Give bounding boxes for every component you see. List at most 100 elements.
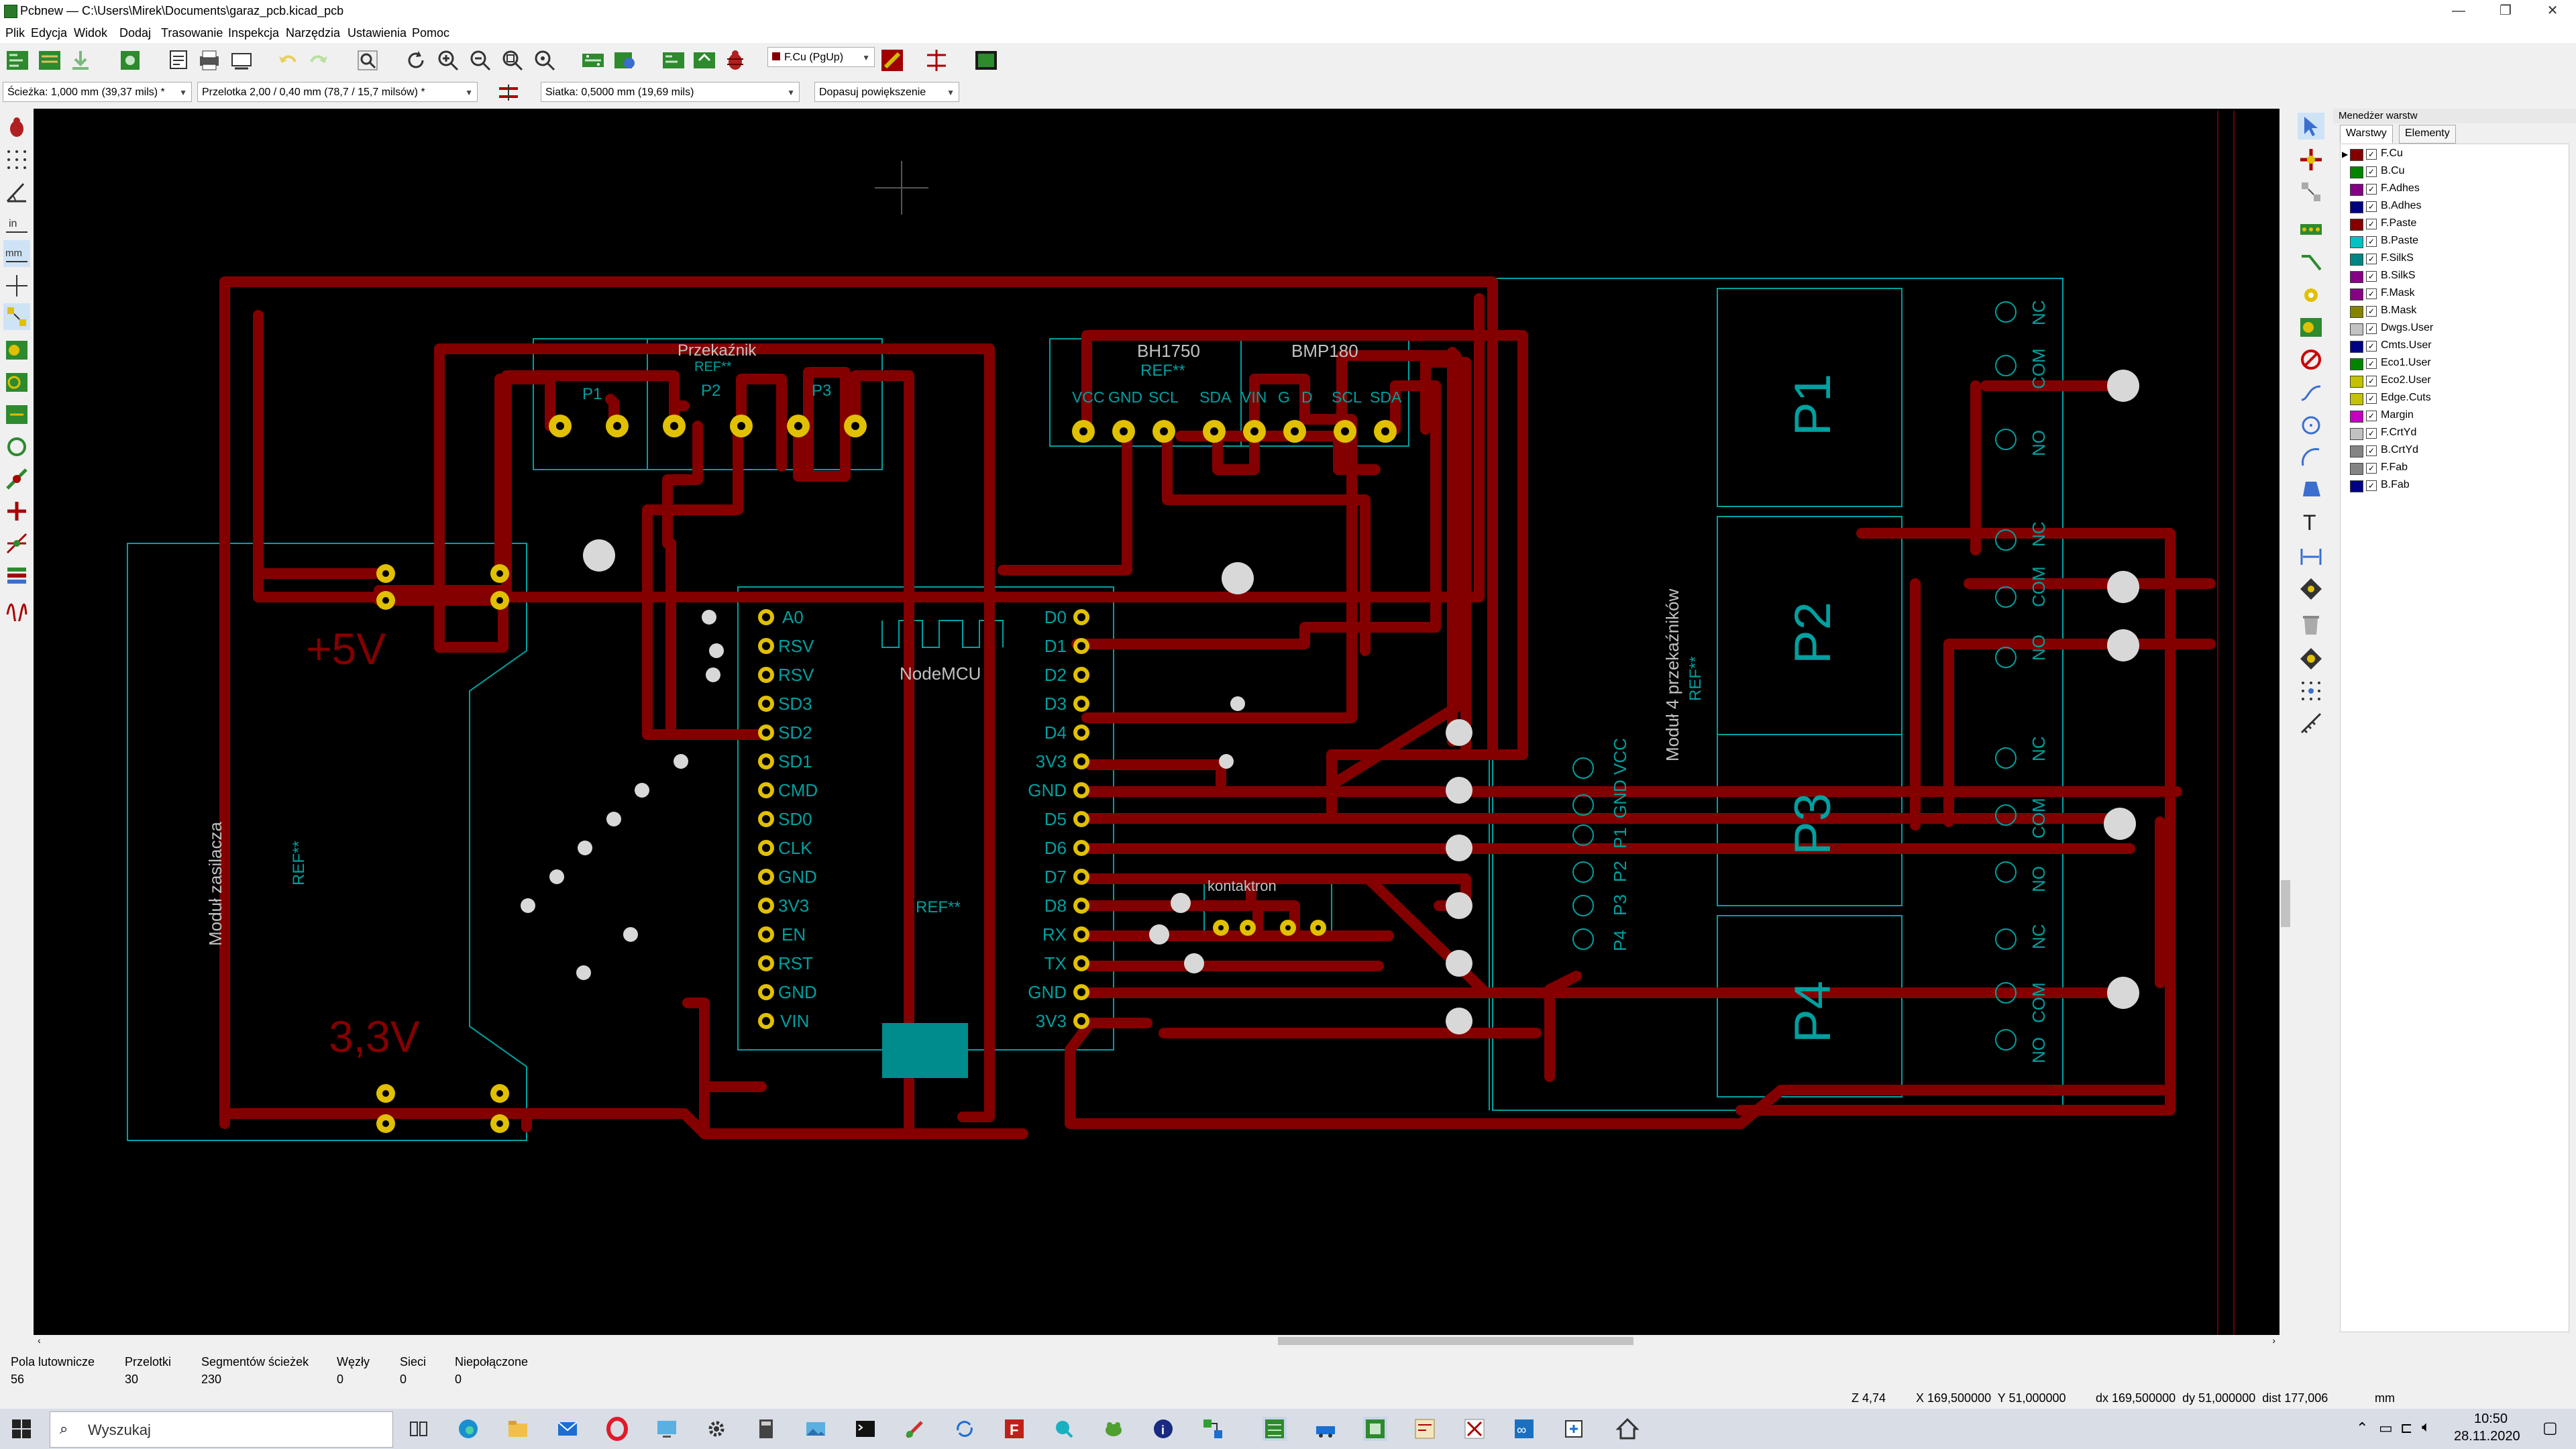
layer-visibility-checkbox[interactable]: ✓ (2366, 306, 2377, 317)
layer-row[interactable]: ✓B.Adhes (2341, 198, 2569, 215)
kicad-pcbnew-task-icon[interactable] (1263, 1417, 1287, 1441)
tracks-sketch-icon[interactable] (3, 498, 30, 525)
clock-time[interactable]: 10:50 (2474, 1411, 2508, 1426)
windows-start-icon[interactable] (9, 1417, 34, 1441)
add-footprint-icon[interactable] (2298, 216, 2324, 243)
zoom-out-icon[interactable] (467, 47, 494, 74)
mail-icon[interactable] (555, 1417, 580, 1441)
layer-visibility-checkbox[interactable]: ✓ (2366, 445, 2377, 456)
vias-sketch-icon[interactable] (3, 466, 30, 492)
open-board-icon[interactable] (36, 47, 63, 74)
layer-row[interactable]: ▶✓F.Cu (2341, 146, 2569, 163)
ratsnest-icon[interactable] (3, 303, 30, 330)
layer-row[interactable]: ✓F.Paste (2341, 215, 2569, 233)
save-icon[interactable] (67, 47, 94, 74)
layer-visibility-checkbox[interactable]: ✓ (2366, 341, 2377, 352)
frog-app-icon[interactable] (1102, 1417, 1126, 1441)
select-arrow-icon[interactable] (2298, 113, 2324, 140)
infinity-app-icon[interactable]: ∞ (1512, 1417, 1536, 1441)
route-track-icon[interactable] (2298, 250, 2324, 276)
sync-icon[interactable] (953, 1417, 977, 1441)
microwave-icon[interactable] (923, 47, 950, 74)
grid-origin-icon[interactable] (2298, 678, 2324, 704)
menu-tools[interactable]: Narzędzia (286, 26, 341, 40)
zoom-select[interactable]: Dopasuj powiększenie▼ (814, 82, 959, 102)
grid-toggle-icon[interactable] (3, 146, 30, 173)
set-origin-icon[interactable] (2298, 645, 2324, 672)
plotter-icon[interactable] (228, 47, 255, 74)
layer-visibility-checkbox[interactable]: ✓ (2366, 411, 2377, 421)
route-diff-pair-icon[interactable] (2298, 282, 2324, 309)
app-icon-3[interactable] (1562, 1417, 1586, 1441)
layer-color-swatch[interactable] (2350, 428, 2363, 440)
tab-items[interactable]: Elementy (2399, 125, 2456, 144)
layer-color-swatch[interactable] (2350, 376, 2363, 388)
notifications-icon[interactable]: ▢ (2542, 1419, 2558, 1437)
polar-coords-icon[interactable] (3, 178, 30, 205)
layer-color-swatch[interactable] (2350, 166, 2363, 178)
layer-color-swatch[interactable] (2350, 445, 2363, 458)
horizontal-scroll-thumb[interactable] (1278, 1337, 1633, 1345)
layer-color-swatch[interactable] (2350, 184, 2363, 196)
add-text-icon[interactable]: T (2298, 508, 2324, 535)
layer-color-swatch[interactable] (2350, 463, 2363, 475)
layer-visibility-checkbox[interactable]: ✓ (2366, 323, 2377, 334)
kicad-task-icon[interactable] (1363, 1417, 1387, 1441)
layer-pair-icon[interactable] (879, 47, 906, 74)
cursor-shape-icon[interactable] (3, 272, 30, 299)
calculator-icon[interactable] (754, 1417, 778, 1441)
layer-color-swatch[interactable] (2350, 411, 2363, 423)
layer-visibility-checkbox[interactable]: ✓ (2366, 271, 2377, 282)
layers-manager-icon[interactable] (3, 562, 30, 589)
microwave-toolbar-icon[interactable] (3, 594, 30, 626)
drc-icon[interactable] (722, 47, 749, 74)
tray-chevron-icon[interactable]: ⌃ (2356, 1419, 2369, 1436)
pcb-canvas[interactable]: +5V 3,3V NodeMCU BH1750 BMP180 Przekaźni… (34, 109, 2279, 1335)
layer-visibility-checkbox[interactable]: ✓ (2366, 149, 2377, 160)
layer-row[interactable]: ✓F.Mask (2341, 285, 2569, 303)
undo-icon[interactable] (274, 47, 301, 74)
task-view-icon[interactable] (407, 1417, 431, 1441)
tab-layers[interactable]: Warstwy (2340, 125, 2393, 144)
track-width-select[interactable]: Ścieżka: 1,000 mm (39,37 mils) *▼ (3, 82, 192, 102)
layer-visibility-checkbox[interactable]: ✓ (2366, 480, 2377, 491)
layer-color-swatch[interactable] (2350, 306, 2363, 318)
layer-visibility-checkbox[interactable]: ✓ (2366, 184, 2377, 195)
layer-color-swatch[interactable] (2350, 201, 2363, 213)
drc-marker-icon[interactable] (3, 114, 30, 141)
menu-help[interactable]: Pomoc (412, 26, 450, 40)
menu-view[interactable]: Widok (74, 26, 108, 40)
add-zone-icon[interactable] (2298, 346, 2324, 373)
zoom-in-icon[interactable] (435, 47, 462, 74)
pads-sketch-icon[interactable] (3, 433, 30, 460)
netlist-icon[interactable] (580, 47, 606, 74)
opera-icon[interactable] (605, 1417, 629, 1441)
layer-visibility-checkbox[interactable]: ✓ (2366, 393, 2377, 404)
layer-row[interactable]: ✓F.Adhes (2341, 180, 2569, 198)
add-line-icon[interactable] (2298, 380, 2324, 407)
layer-row[interactable]: ✓B.Cu (2341, 163, 2569, 180)
via-size-select[interactable]: Przelotka 2,00 / 0,40 mm (78,7 / 15,7 mi… (197, 82, 478, 102)
layer-color-swatch[interactable] (2350, 341, 2363, 353)
menu-preferences[interactable]: Ustawienia (347, 26, 407, 40)
menu-file[interactable]: Plik (5, 26, 25, 40)
zones-hidden-icon[interactable] (3, 401, 30, 428)
layer-row[interactable]: ✓B.Mask (2341, 303, 2569, 320)
board-setup-icon[interactable] (4, 47, 31, 74)
plot-icon[interactable] (196, 47, 223, 74)
layer-color-swatch[interactable] (2350, 236, 2363, 248)
horizontal-scrollbar[interactable]: ‹ › (34, 1335, 2279, 1347)
footprint-editor-icon[interactable] (612, 47, 639, 74)
pcb-board[interactable]: +5V 3,3V NodeMCU BH1750 BMP180 Przekaźni… (34, 109, 2279, 1335)
high-contrast-icon[interactable] (3, 530, 30, 557)
layer-visibility-checkbox[interactable]: ✓ (2366, 358, 2377, 369)
layer-row[interactable]: ✓Eco2.User (2341, 372, 2569, 390)
menu-route[interactable]: Trasowanie (161, 26, 223, 40)
layer-visibility-checkbox[interactable]: ✓ (2366, 376, 2377, 386)
car-app-icon[interactable] (1313, 1417, 1338, 1441)
layer-visibility-checkbox[interactable]: ✓ (2366, 219, 2377, 229)
print-icon[interactable] (165, 47, 192, 74)
vertical-scroll-thumb[interactable] (2281, 880, 2290, 927)
scroll-left-arrow-icon[interactable]: ‹ (38, 1335, 41, 1346)
edge-browser-icon[interactable] (456, 1417, 480, 1441)
